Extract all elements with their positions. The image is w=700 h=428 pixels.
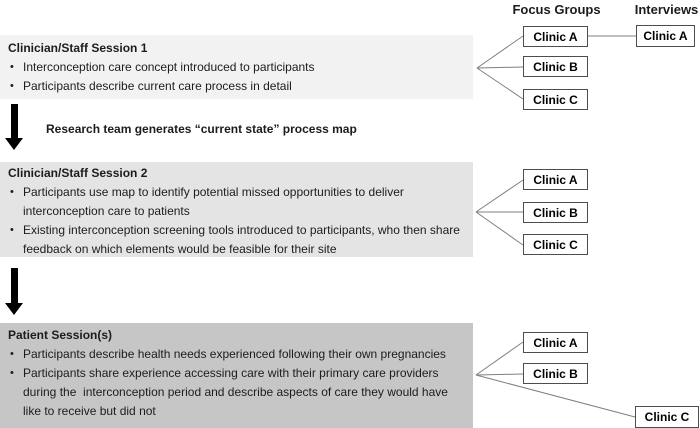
focus-group-2-clinic-b: Clinic B	[523, 202, 588, 223]
arrow-head	[5, 303, 23, 315]
bullet-icon: •	[10, 80, 14, 92]
bullet-text: Interconception care concept introduced …	[23, 60, 315, 74]
column-header-focus-groups: Focus Groups	[512, 2, 601, 17]
column-header-interviews: Interviews	[634, 2, 699, 17]
session-2-title: Clinician/Staff Session 2	[8, 166, 148, 180]
down-arrow-icon	[5, 104, 24, 150]
session-3-bullet-2: • Participants share experience accessin…	[0, 364, 473, 421]
focus-group-2-clinic-c: Clinic C	[523, 234, 588, 255]
down-arrow-icon	[5, 268, 24, 315]
session-2-bullet-1: • Participants use map to identify poten…	[0, 183, 473, 221]
session-1-title: Clinician/Staff Session 1	[8, 41, 148, 55]
focus-group-2-clinic-a: Clinic A	[523, 169, 588, 190]
connector-line	[475, 341, 524, 376]
bullet-icon: •	[10, 186, 14, 198]
focus-group-3-clinic-a: Clinic A	[523, 332, 588, 353]
bullet-text: Participants describe health needs exper…	[23, 347, 446, 361]
bullet-icon: •	[10, 348, 14, 360]
connector-line	[475, 179, 524, 213]
session-box-3: Patient Session(s) • Participants descri…	[0, 323, 473, 428]
connector-line	[475, 211, 524, 246]
session-1-bullet-1: • Interconception care concept introduce…	[0, 58, 473, 77]
bullet-text: Participants share experience accessing …	[23, 366, 448, 418]
session-3-title: Patient Session(s)	[8, 328, 113, 342]
session-3-bullet-1: • Participants describe health needs exp…	[0, 345, 473, 364]
interview-3-clinic-c: Clinic C	[635, 406, 699, 428]
arrow-shaft	[11, 104, 18, 138]
session-box-1: Clinician/Staff Session 1 • Interconcept…	[0, 35, 473, 99]
connector-line	[475, 373, 524, 376]
focus-group-1-clinic-b: Clinic B	[523, 56, 588, 77]
bullet-text: Existing interconception screening tools…	[23, 223, 460, 256]
connector-line	[476, 67, 524, 100]
session-box-2: Clinician/Staff Session 2 • Participants…	[0, 162, 473, 257]
focus-group-3-clinic-b: Clinic B	[523, 363, 588, 384]
arrow-head	[5, 138, 23, 150]
connector-line	[476, 35, 524, 69]
focus-group-1-clinic-a: Clinic A	[523, 26, 588, 47]
session-2-bullet-2: • Existing interconception screening too…	[0, 221, 473, 259]
connector-line	[476, 66, 524, 69]
bullet-icon: •	[10, 224, 14, 236]
session-1-bullet-2: • Participants describe current care pro…	[0, 77, 473, 96]
arrow-shaft	[11, 268, 18, 303]
interview-1-clinic-a: Clinic A	[636, 25, 695, 47]
bullet-icon: •	[10, 367, 14, 379]
focus-group-1-clinic-c: Clinic C	[523, 89, 588, 110]
process-arrow-label: Research team generates “current state” …	[46, 122, 357, 136]
bullet-text: Participants describe current care proce…	[23, 79, 292, 93]
bullet-text: Participants use map to identify potenti…	[23, 185, 404, 218]
bullet-icon: •	[10, 61, 14, 73]
